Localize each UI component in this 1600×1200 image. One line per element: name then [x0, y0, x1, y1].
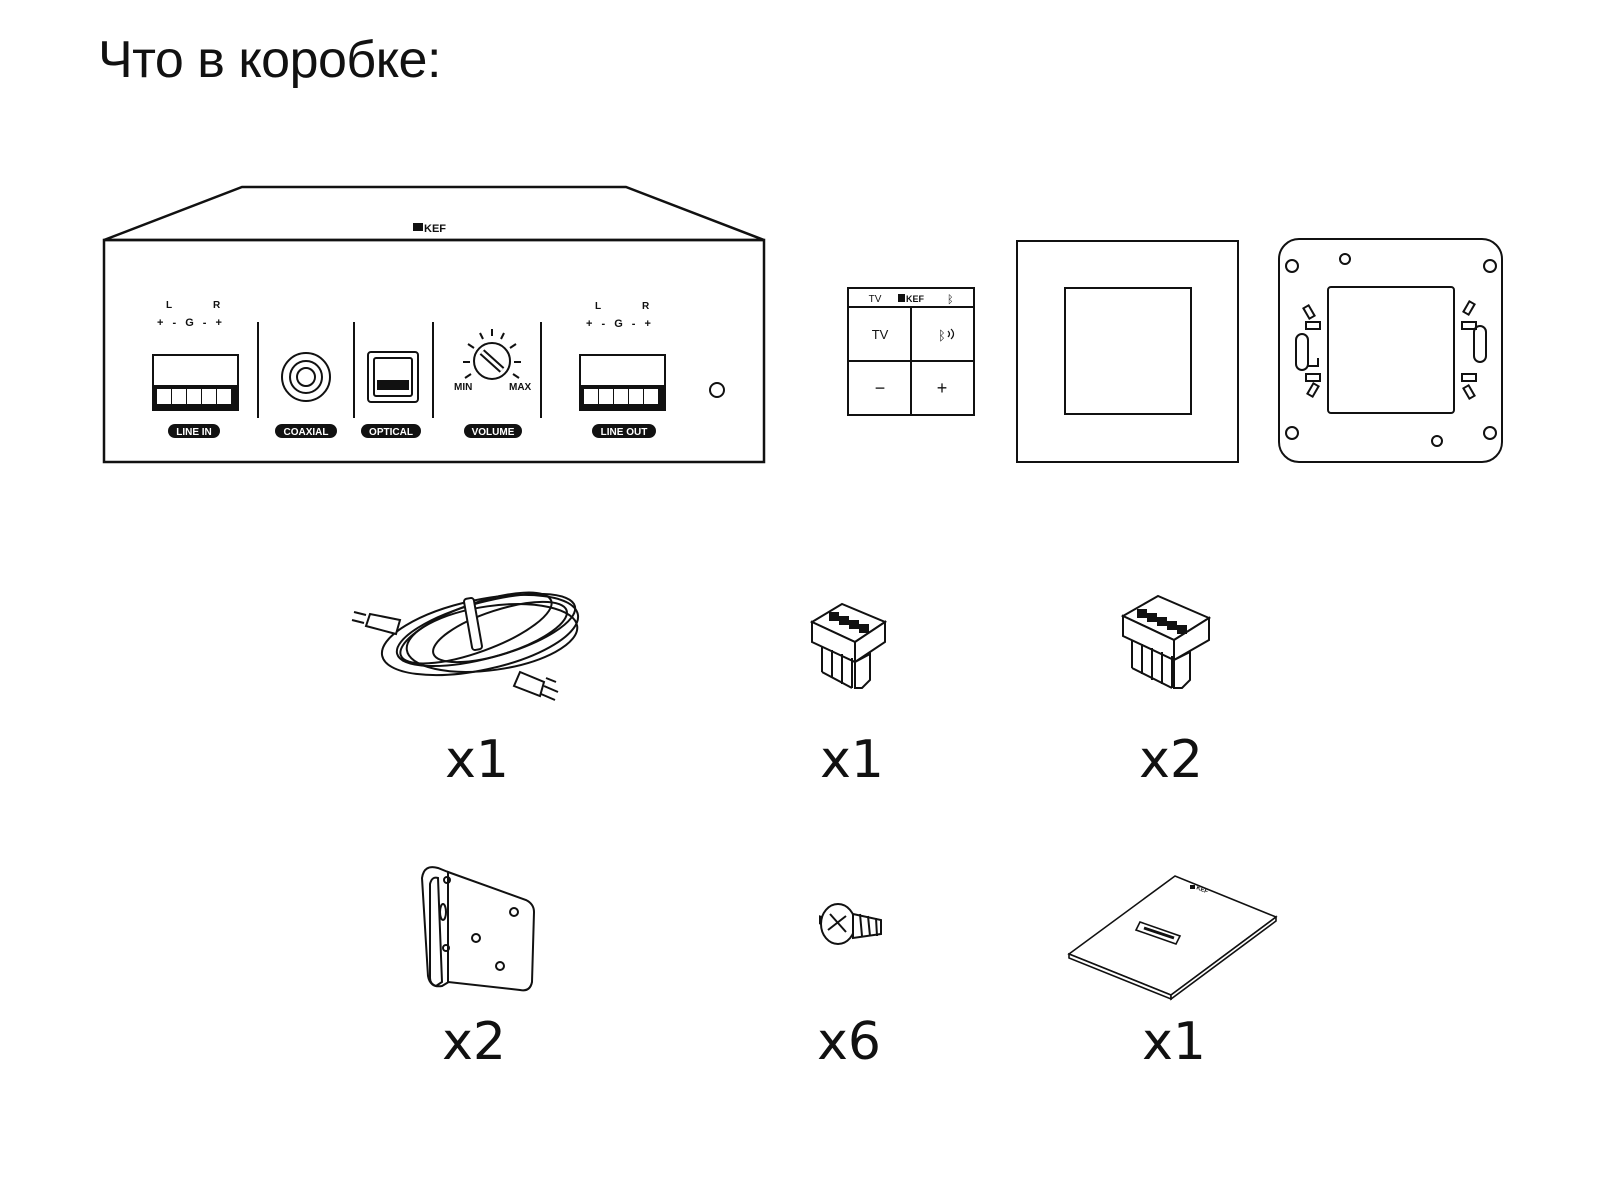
- line-in-label: LINE IN: [176, 427, 212, 438]
- mounting-plate-illustration: [1278, 238, 1503, 463]
- line-out-label: LINE OUT: [601, 427, 648, 438]
- qty-connector-5pin: x2: [1139, 730, 1203, 790]
- volume-max: MAX: [509, 382, 532, 393]
- coaxial-jack: COAXIAL: [275, 352, 337, 438]
- manual-illustration: KEF: [1067, 875, 1278, 1001]
- keypad-brand: KEF: [906, 294, 925, 304]
- qty-power-cord: x1: [445, 730, 509, 790]
- kef-logo-mark: [413, 223, 423, 231]
- indicator-led: [709, 382, 725, 398]
- keypad-bluetooth-icon: ᛒ: [947, 294, 954, 306]
- coaxial-label: COAXIAL: [284, 427, 329, 438]
- svg-text:L: L: [595, 301, 601, 312]
- qty-connector-4pin: x1: [820, 730, 884, 790]
- optical-port: OPTICAL: [361, 351, 421, 438]
- page-title: Что в коробке:: [98, 31, 441, 89]
- optical-label: OPTICAL: [369, 427, 413, 438]
- keypad-minus-button: −: [875, 378, 886, 398]
- svg-text:+ - G - +: + - G - +: [157, 317, 225, 329]
- svg-text:+ - G - +: + - G - +: [586, 318, 654, 330]
- faceplate-frame-illustration: [1016, 240, 1239, 463]
- line-in-terminal: L R + - G - + LINE IN: [152, 300, 239, 438]
- volume-knob: MIN MAX VOLUME: [454, 329, 532, 438]
- line-out-terminal: L R + - G - + LINE OUT: [579, 301, 666, 438]
- qty-bracket: x2: [442, 1012, 506, 1072]
- keypad-tv-button: TV: [872, 327, 889, 342]
- power-cord-illustration: [351, 591, 580, 701]
- keypad-plus-button: +: [937, 378, 948, 398]
- screw-illustration: [820, 903, 882, 945]
- keypad-bluetooth-button-icon: ᛒ: [938, 328, 955, 343]
- manual-brand: KEF: [1195, 885, 1209, 895]
- volume-label: VOLUME: [472, 427, 515, 438]
- connector-5pin-illustration: [1120, 594, 1212, 689]
- volume-min: MIN: [454, 382, 472, 393]
- svg-text:L: L: [166, 300, 172, 311]
- amplifier-illustration: KEF L R + - G - + LINE IN COAXIAL: [102, 185, 766, 464]
- qty-screw: x6: [817, 1012, 881, 1072]
- qty-manual: x1: [1142, 1012, 1206, 1072]
- svg-text:ᛒ: ᛒ: [938, 328, 946, 343]
- amp-brand: KEF: [424, 223, 446, 235]
- keypad-illustration: TV KEF ᛒ TV ᛒ − +: [847, 287, 975, 416]
- svg-text:R: R: [213, 300, 221, 311]
- connector-4pin-illustration: [809, 602, 888, 928]
- keypad-top-tv: TV: [869, 294, 882, 305]
- bracket-illustration: [420, 866, 536, 992]
- svg-text:R: R: [642, 301, 650, 312]
